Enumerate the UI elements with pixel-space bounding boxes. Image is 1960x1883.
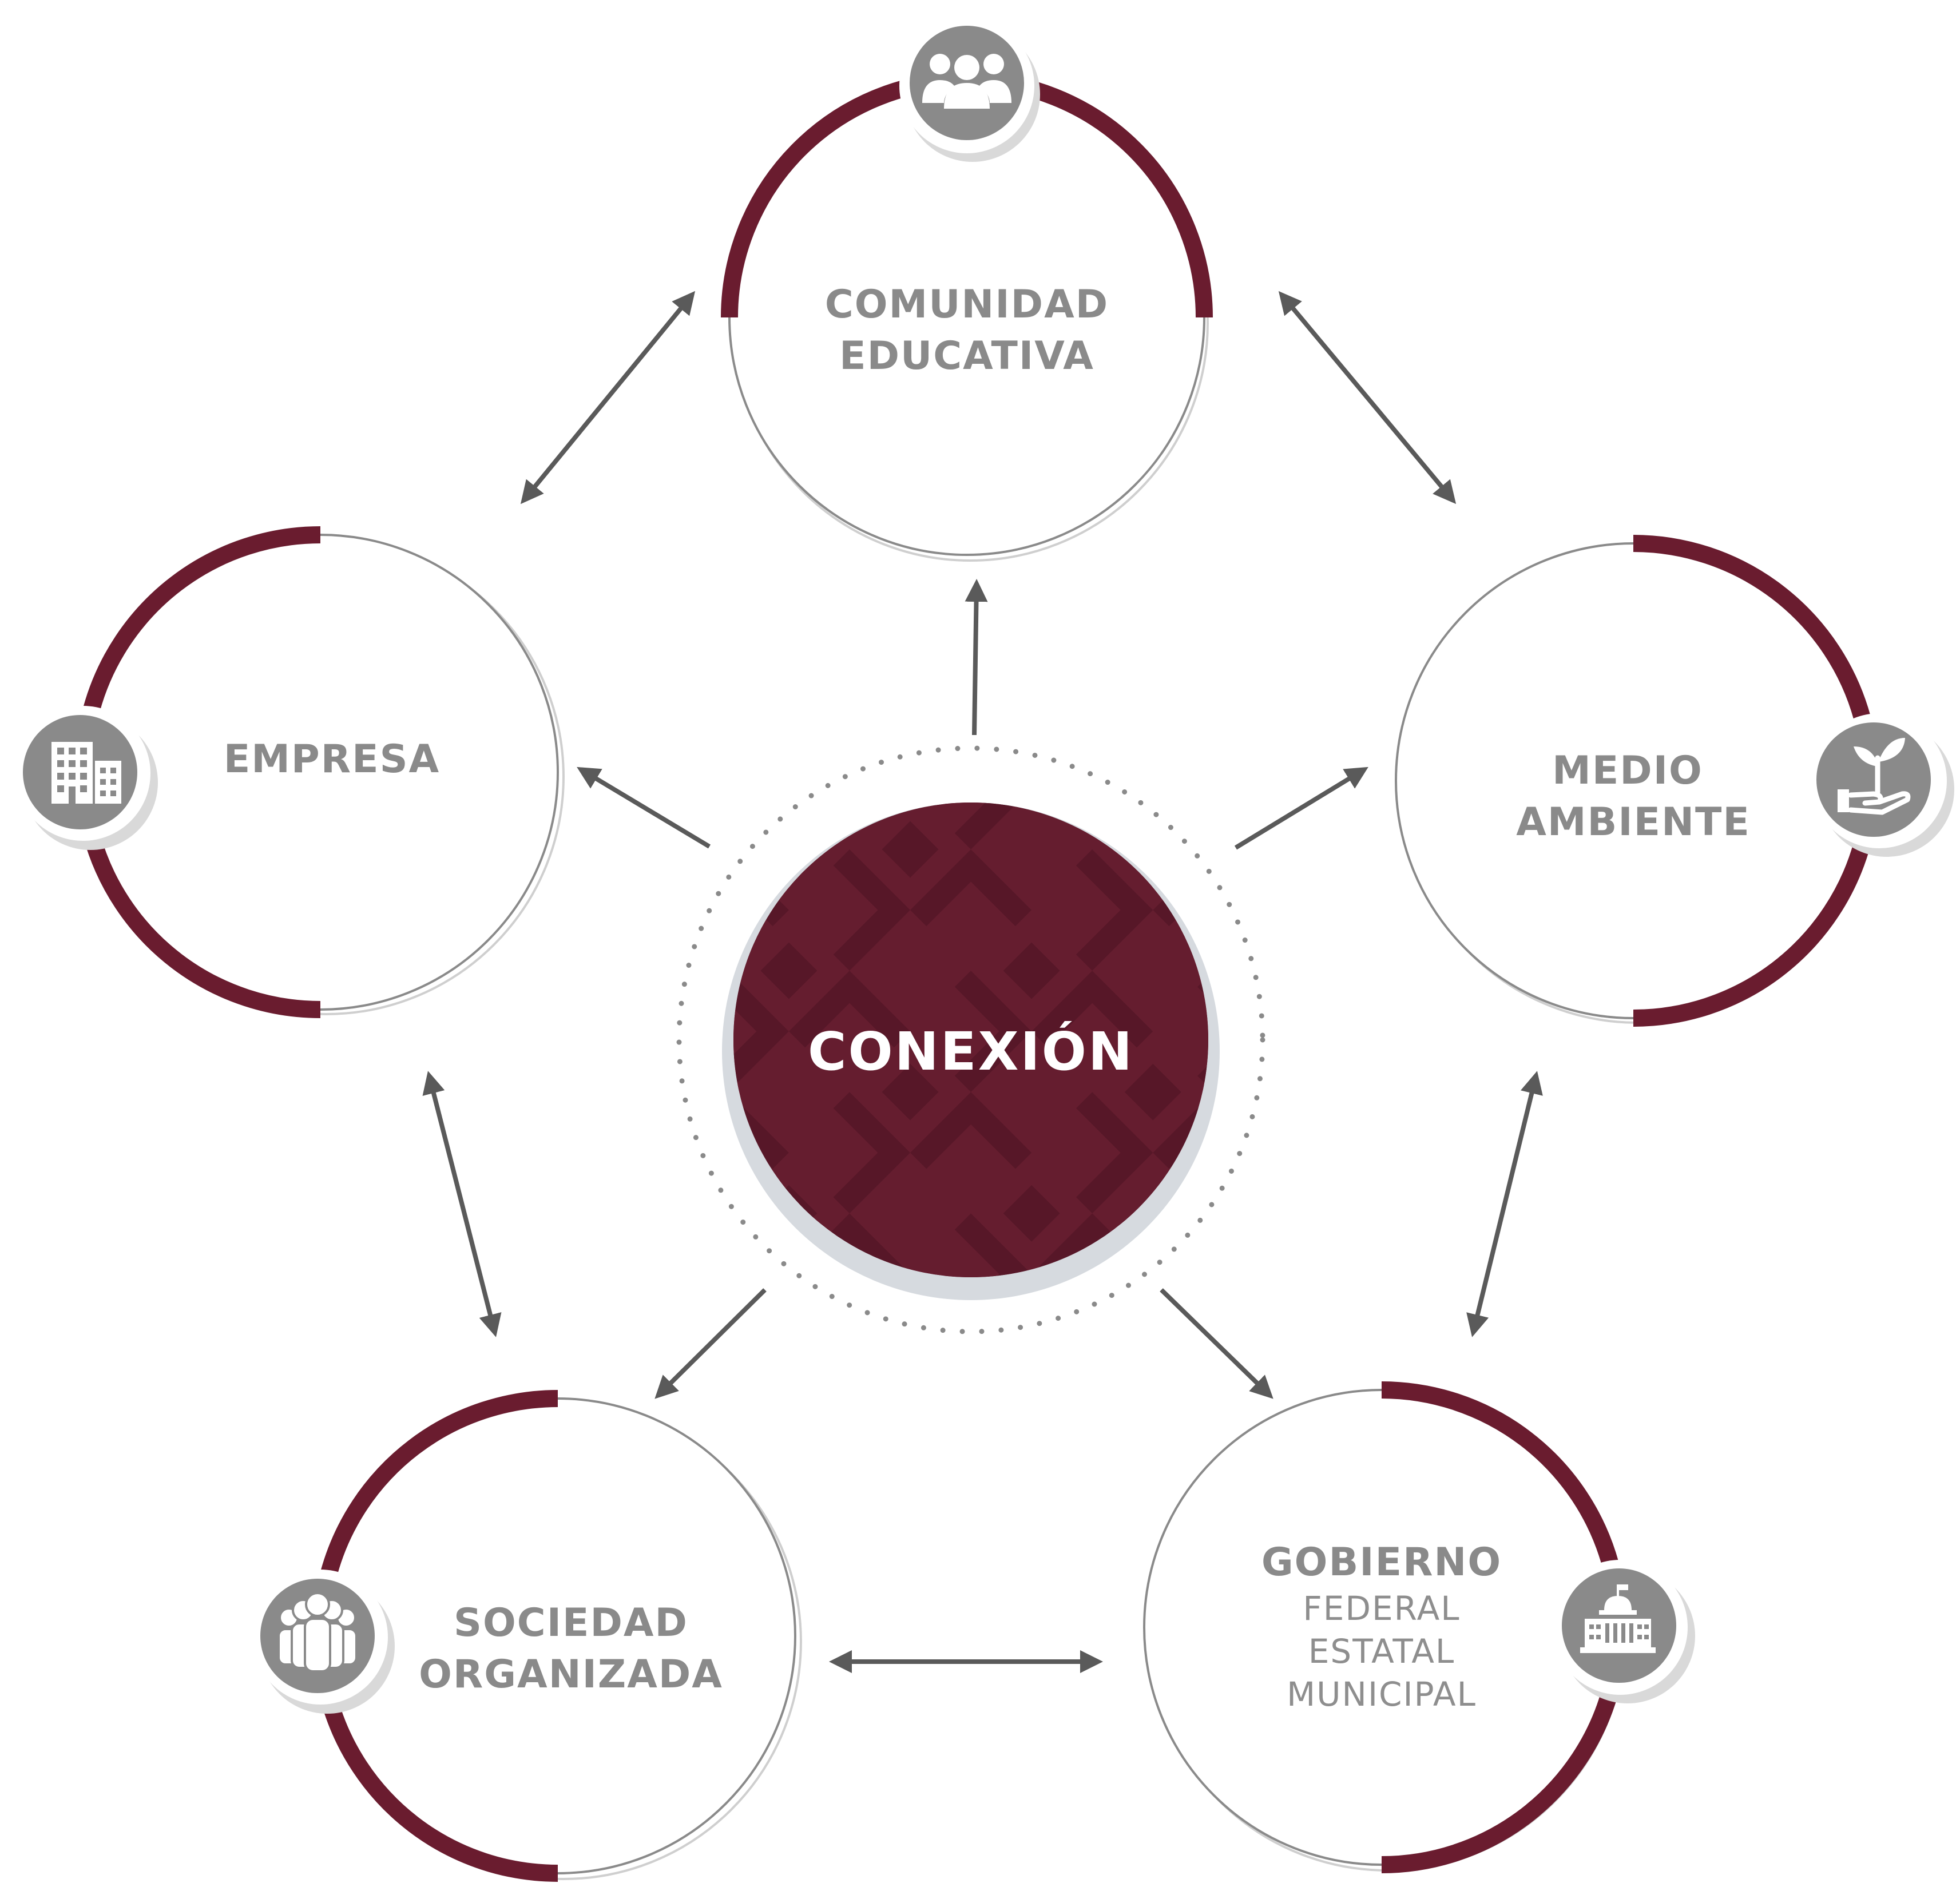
crowd-icon-glyph: [277, 1592, 358, 1673]
node-subtitle-federal: FEDERAL: [1303, 1589, 1460, 1628]
node-title-line1: MEDIO: [1552, 748, 1703, 793]
arrow-center-empresa: [577, 766, 711, 849]
node-subtitle-municipal: MUNICIPAL: [1287, 1675, 1477, 1714]
node-title: EMPRESA: [224, 737, 440, 782]
node-title-line1: SOCIEDAD: [454, 1600, 688, 1646]
node-accent-arc: [1381, 1381, 1619, 1567]
node-subtitle-estatal: ESTATAL: [1308, 1632, 1455, 1671]
center-node: CONEXIÓN: [676, 745, 1265, 1334]
node-accent-arc: [1381, 1688, 1619, 1873]
arrow-center-sociedad: [654, 1288, 767, 1399]
node-title-line2: EDUCATIVA: [839, 333, 1094, 379]
arrow-center-medio: [1234, 766, 1368, 850]
government-building-icon-glyph: [1580, 1584, 1656, 1653]
arrows: [422, 291, 1543, 1673]
center-pattern: [733, 803, 1208, 1277]
node-accent-arc: [1633, 535, 1871, 720]
arrow-center-gobierno: [1160, 1288, 1273, 1399]
plant-hand-icon: [1816, 722, 1931, 837]
node-sociedad-organizada: SOCIEDAD ORGANIZADA: [253, 1390, 802, 1882]
node-title-line2: AMBIENTE: [1516, 800, 1751, 845]
center-label: CONEXIÓN: [808, 1020, 1134, 1082]
arrow-comunidad-medio: [1278, 291, 1457, 504]
center-dotted-ring: [676, 745, 1265, 1334]
group-icon-glyph: [922, 54, 1011, 109]
node-accent-arc: [83, 833, 321, 1018]
node-title-line2: ORGANIZADA: [419, 1652, 723, 1697]
node-comunidad-educativa: COMUNIDAD EDUCATIVA: [721, 18, 1213, 562]
node-empresa: EMPRESA: [15, 526, 565, 1018]
node-title: GOBIERNO: [1261, 1540, 1502, 1585]
node-gobierno: GOBIERNO FEDERAL ESTATAL MUNICIPAL: [1143, 1381, 1695, 1873]
arrow-medio-gobierno: [1466, 1071, 1543, 1337]
node-title-line1: COMUNIDAD: [825, 282, 1109, 327]
node-accent-arc: [83, 526, 321, 712]
building-icon-glyph: [51, 742, 121, 804]
node-medio-ambiente: MEDIO AMBIENTE: [1395, 535, 1954, 1027]
node-accent-arc: [1633, 841, 1871, 1027]
arrow-empresa-sociedad: [422, 1071, 502, 1337]
arrow-center-comunidad: [965, 579, 988, 736]
arrow-empresa-comunidad: [520, 291, 696, 504]
node-accent-arc: [320, 1697, 558, 1882]
plant-hand-icon-glyph: [1838, 738, 1911, 815]
node-accent-arc: [320, 1390, 558, 1575]
